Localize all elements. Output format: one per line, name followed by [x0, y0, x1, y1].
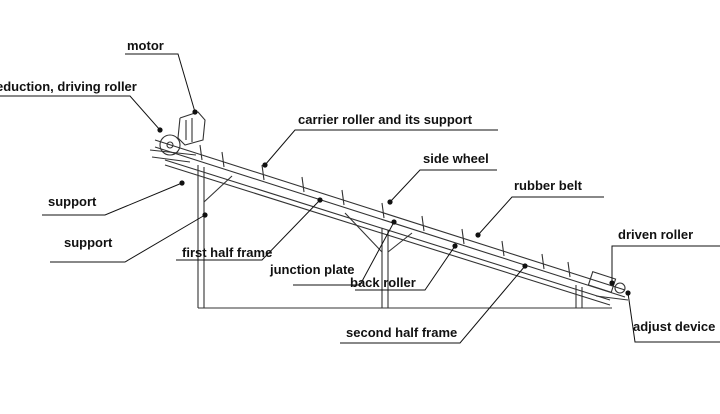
- label-back-roller: back roller: [350, 275, 416, 290]
- dot-motor: [192, 109, 198, 115]
- belt-top-line: [154, 139, 626, 291]
- leader-driven-roller: [611, 245, 720, 283]
- label-driven-roller: driven roller: [618, 227, 693, 242]
- leader-support-lower: [50, 214, 206, 263]
- leader-support-upper: [42, 182, 183, 216]
- drive-assembly: [149, 111, 206, 163]
- motor-box: [177, 111, 206, 146]
- callout-dots: [157, 109, 631, 296]
- leader-motor: [125, 53, 196, 113]
- support-brace-1: [203, 175, 233, 203]
- conveyor-structure: [154, 139, 626, 309]
- dot-second-half-frame: [522, 263, 528, 269]
- frame-line-1: [154, 146, 626, 298]
- driving-roller-hub: [166, 141, 174, 149]
- leader-back-roller: [355, 245, 456, 291]
- leader-rubber-belt: [477, 196, 604, 236]
- leader-side-wheel: [389, 169, 497, 203]
- leader-carrier-roller: [264, 129, 498, 166]
- dot-first-half-frame: [317, 197, 323, 203]
- dot-junction-plate: [391, 219, 397, 225]
- support-brace-2b: [344, 212, 383, 253]
- support-brace-2: [387, 232, 413, 253]
- dot-side-wheel: [387, 199, 393, 205]
- dot-driving-roller: [157, 127, 163, 133]
- dot-support-upper: [179, 180, 185, 186]
- label-side-wheel: side wheel: [423, 151, 489, 166]
- label-support-upper: support: [48, 194, 97, 209]
- leader-lines: [0, 53, 720, 344]
- label-reduction-driving-roller: eduction, driving roller: [0, 79, 137, 94]
- label-support-lower: support: [64, 235, 113, 250]
- label-motor: motor: [127, 38, 164, 53]
- labels: motor eduction, driving roller support s…: [0, 38, 715, 340]
- label-rubber-belt: rubber belt: [514, 178, 583, 193]
- dot-rubber-belt: [475, 232, 481, 238]
- label-first-half-frame: first half frame: [182, 245, 272, 260]
- label-second-half-frame: second half frame: [346, 325, 457, 340]
- driven-roller-drum: [614, 282, 626, 294]
- driving-roller-drum: [159, 134, 181, 156]
- dot-support-lower: [202, 212, 208, 218]
- leader-adjust-device: [627, 292, 720, 343]
- dot-adjust-device: [625, 290, 631, 296]
- label-junction-plate: junction plate: [269, 262, 355, 277]
- leader-second-half-frame: [340, 265, 526, 344]
- label-adjust-device: adjust device: [633, 319, 715, 334]
- dot-driven-roller: [609, 280, 615, 286]
- tail-assembly: [587, 270, 629, 301]
- leader-junction-plate: [293, 221, 395, 286]
- label-carrier-roller: carrier roller and its support: [298, 112, 473, 127]
- carrier-rollers: [199, 144, 571, 278]
- leader-first-half-frame: [176, 199, 321, 261]
- leader-driving-roller: [0, 95, 161, 131]
- dot-carrier-roller: [262, 162, 268, 168]
- adjust-box: [587, 270, 617, 294]
- dot-back-roller: [452, 243, 458, 249]
